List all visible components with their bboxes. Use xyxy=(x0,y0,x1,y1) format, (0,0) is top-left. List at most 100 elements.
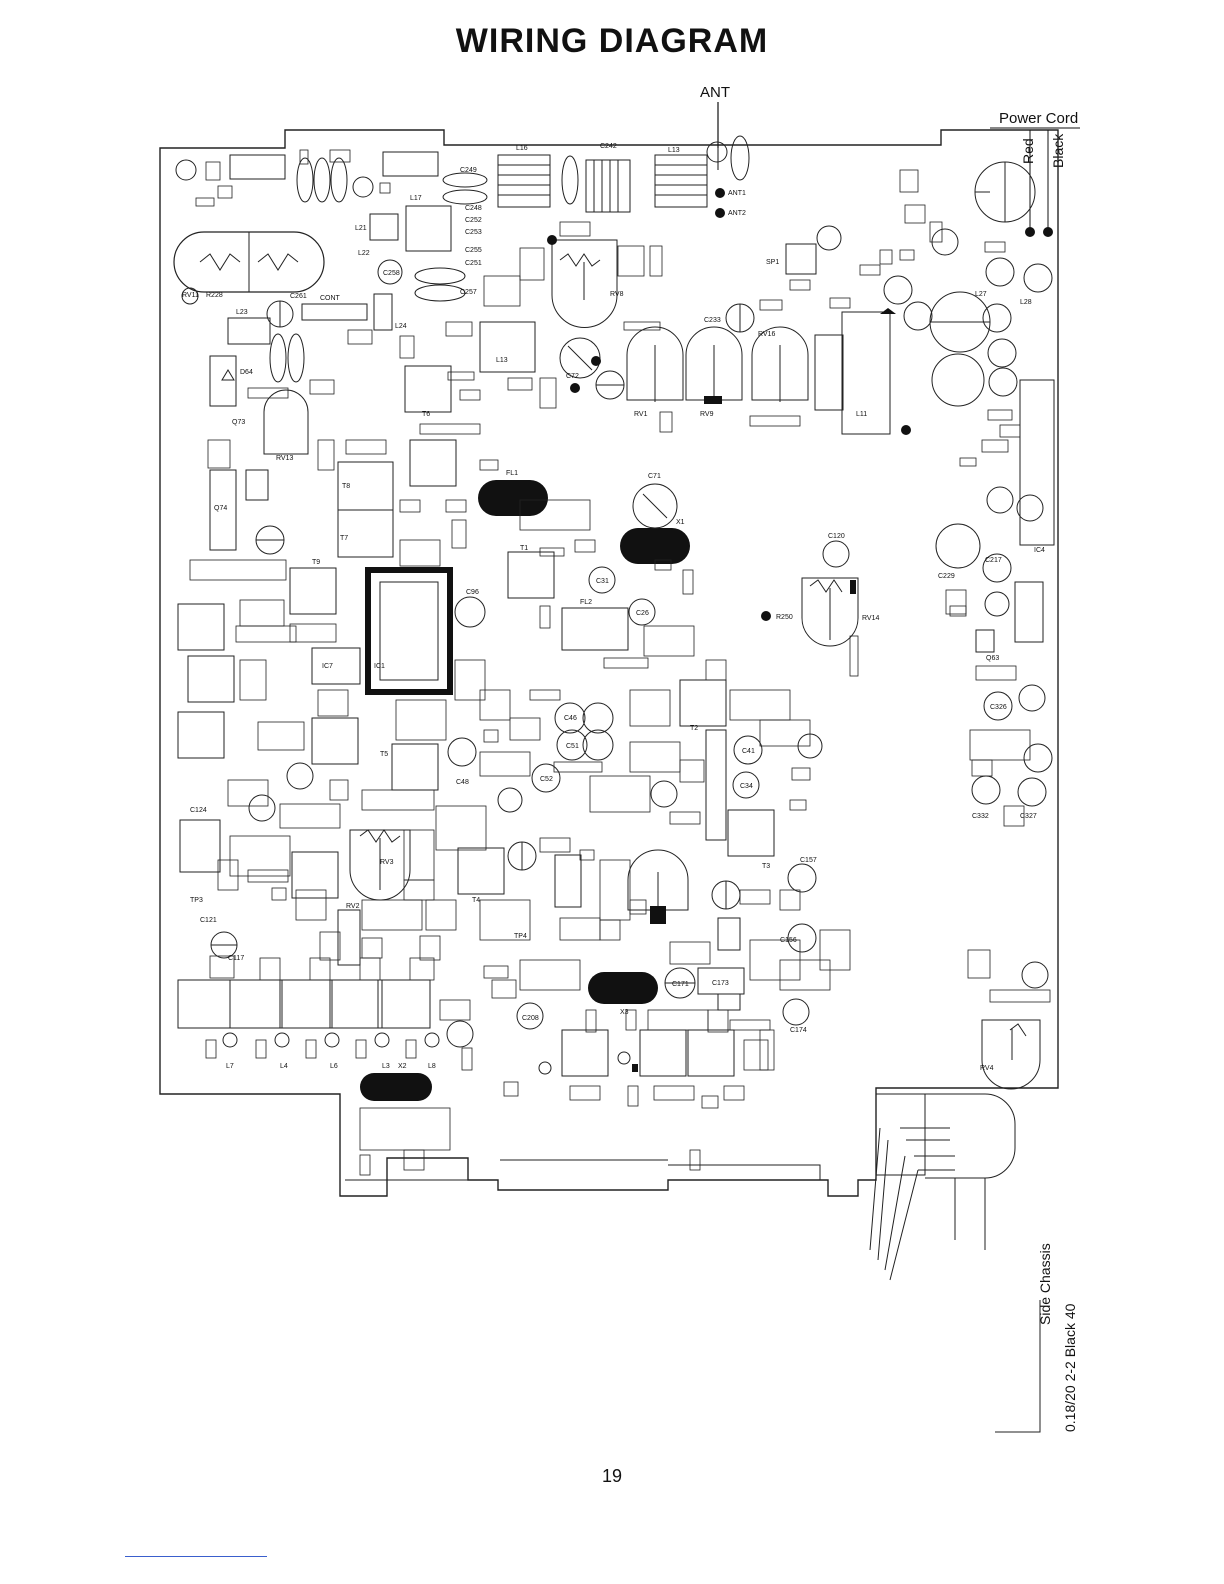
svg-text:T9: T9 xyxy=(312,559,320,566)
svg-text:C96: C96 xyxy=(466,589,479,596)
svg-text:L7: L7 xyxy=(226,1063,234,1070)
svg-text:C34: C34 xyxy=(740,783,753,790)
svg-text:C121: C121 xyxy=(200,917,217,924)
main-ic-outline xyxy=(365,567,453,695)
svg-text:T5: T5 xyxy=(380,751,388,758)
svg-text:L16: L16 xyxy=(516,145,528,152)
svg-text:L11: L11 xyxy=(856,411,867,418)
svg-text:L22: L22 xyxy=(358,250,370,257)
svg-text:C72: C72 xyxy=(566,373,579,380)
svg-text:T8: T8 xyxy=(342,483,350,490)
ant2-point xyxy=(715,208,725,218)
svg-text:RV16: RV16 xyxy=(758,331,775,338)
svg-text:C261: C261 xyxy=(290,293,307,300)
svg-text:RV4: RV4 xyxy=(980,1065,994,1072)
svg-text:C48: C48 xyxy=(456,779,469,786)
svg-text:X3: X3 xyxy=(620,1009,629,1016)
svg-text:C120: C120 xyxy=(828,533,845,540)
svg-text:C157: C157 xyxy=(800,857,817,864)
svg-text:R228: R228 xyxy=(206,292,223,299)
svg-text:C41: C41 xyxy=(742,748,755,755)
svg-text:C252: C252 xyxy=(465,217,482,224)
svg-text:C258: C258 xyxy=(383,270,400,277)
svg-text:C71: C71 xyxy=(648,473,661,480)
svg-text:RV3: RV3 xyxy=(380,859,394,866)
svg-text:C332: C332 xyxy=(972,813,989,820)
svg-text:T6: T6 xyxy=(422,411,430,418)
svg-text:C174: C174 xyxy=(790,1027,807,1034)
svg-text:L23: L23 xyxy=(236,309,248,316)
svg-text:RV14: RV14 xyxy=(862,615,879,622)
svg-text:C253: C253 xyxy=(465,229,482,236)
svg-text:C255: C255 xyxy=(465,247,482,254)
svg-text:C173: C173 xyxy=(712,980,729,987)
svg-text:L24: L24 xyxy=(395,323,407,330)
svg-text:L27: L27 xyxy=(975,291,987,298)
svg-text:Q74: Q74 xyxy=(214,505,227,512)
svg-text:C229: C229 xyxy=(938,573,955,580)
svg-text:L28: L28 xyxy=(1020,299,1032,306)
svg-text:C208: C208 xyxy=(522,1015,539,1022)
svg-text:C52: C52 xyxy=(540,776,553,783)
svg-text:C26: C26 xyxy=(636,610,649,617)
page-title: WIRING DIAGRAM xyxy=(455,22,769,60)
svg-text:X1: X1 xyxy=(676,519,685,526)
ant1-point xyxy=(715,188,725,198)
svg-text:SP1: SP1 xyxy=(766,259,779,266)
svg-text:D64: D64 xyxy=(240,369,253,376)
svg-text:Q73: Q73 xyxy=(232,419,245,426)
ant-label: ANT xyxy=(700,84,730,101)
svg-text:L3: L3 xyxy=(382,1063,390,1070)
svg-text:C51: C51 xyxy=(566,743,579,750)
svg-text:L13: L13 xyxy=(668,147,680,154)
svg-text:RV13: RV13 xyxy=(276,455,293,462)
svg-text:L21: L21 xyxy=(355,225,367,232)
svg-text:CONT: CONT xyxy=(320,295,341,302)
svg-text:C326: C326 xyxy=(990,704,1007,711)
svg-text:IC4: IC4 xyxy=(1034,547,1045,554)
svg-text:T2: T2 xyxy=(690,725,698,732)
svg-text:L17: L17 xyxy=(410,195,422,202)
svg-text:C217: C217 xyxy=(985,557,1002,564)
svg-text:L6: L6 xyxy=(330,1063,338,1070)
ant2-label: ANT2 xyxy=(728,210,746,217)
svg-text:C257: C257 xyxy=(460,289,477,296)
svg-text:C156: C156 xyxy=(780,937,797,944)
page-underline xyxy=(125,1556,267,1557)
svg-text:L4: L4 xyxy=(280,1063,288,1070)
ant1-label: ANT1 xyxy=(728,190,746,197)
svg-text:IC1: IC1 xyxy=(374,663,385,670)
svg-text:C248: C248 xyxy=(465,205,482,212)
svg-text:C233: C233 xyxy=(704,317,721,324)
svg-text:C31: C31 xyxy=(596,578,609,585)
svg-text:RV9: RV9 xyxy=(700,411,714,418)
svg-text:TP4: TP4 xyxy=(514,933,527,940)
svg-text:RV1: RV1 xyxy=(634,411,648,418)
svg-text:FL2: FL2 xyxy=(580,599,592,606)
svg-text:L8: L8 xyxy=(428,1063,436,1070)
svg-text:Q63: Q63 xyxy=(986,655,999,662)
svg-text:T7: T7 xyxy=(340,535,348,542)
power-cord-label: Power Cord xyxy=(999,110,1079,127)
svg-text:R250: R250 xyxy=(776,614,793,621)
svg-text:C117: C117 xyxy=(228,955,244,962)
page-number: 19 xyxy=(601,1466,623,1486)
svg-text:C242: C242 xyxy=(600,143,617,150)
svg-text:C327: C327 xyxy=(1020,813,1037,820)
svg-text:C251: C251 xyxy=(465,260,482,267)
svg-text:RV11: RV11 xyxy=(182,292,199,299)
pcb-outline xyxy=(159,129,1059,1197)
svg-text:C124: C124 xyxy=(190,807,207,814)
svg-text:RV2: RV2 xyxy=(346,903,360,910)
svg-text:T4: T4 xyxy=(472,897,480,904)
svg-text:T1: T1 xyxy=(520,545,528,552)
svg-text:L13: L13 xyxy=(496,357,508,364)
svg-text:TP3: TP3 xyxy=(190,897,203,904)
svg-text:IC7: IC7 xyxy=(322,663,333,670)
svg-text:C249: C249 xyxy=(460,167,477,174)
svg-text:T3: T3 xyxy=(762,863,770,870)
svg-text:FL1: FL1 xyxy=(506,470,518,477)
svg-text:C171: C171 xyxy=(672,981,689,988)
svg-text:C46: C46 xyxy=(564,715,577,722)
